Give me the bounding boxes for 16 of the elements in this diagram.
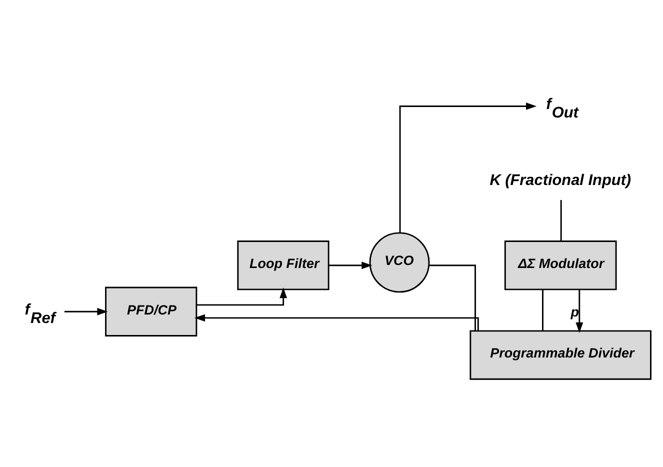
node-circle: VCO [369, 232, 430, 292]
node-box: ΔΣ Modulator [504, 240, 617, 290]
node-box: Loop Filter [237, 240, 330, 290]
connector [542, 289, 544, 330]
node-text: K (Fractional Input) [490, 172, 632, 189]
arrow [194, 314, 479, 330]
edge-label: p [570, 304, 579, 319]
arrow [64, 307, 108, 315]
arrow [576, 289, 584, 333]
arrow [328, 261, 372, 269]
arrow [196, 287, 288, 306]
arrow [399, 102, 537, 232]
connector [429, 264, 476, 330]
node-box: Programmable Divider [470, 330, 652, 380]
connector [560, 200, 562, 241]
node-box: PFD/CP [105, 286, 198, 336]
